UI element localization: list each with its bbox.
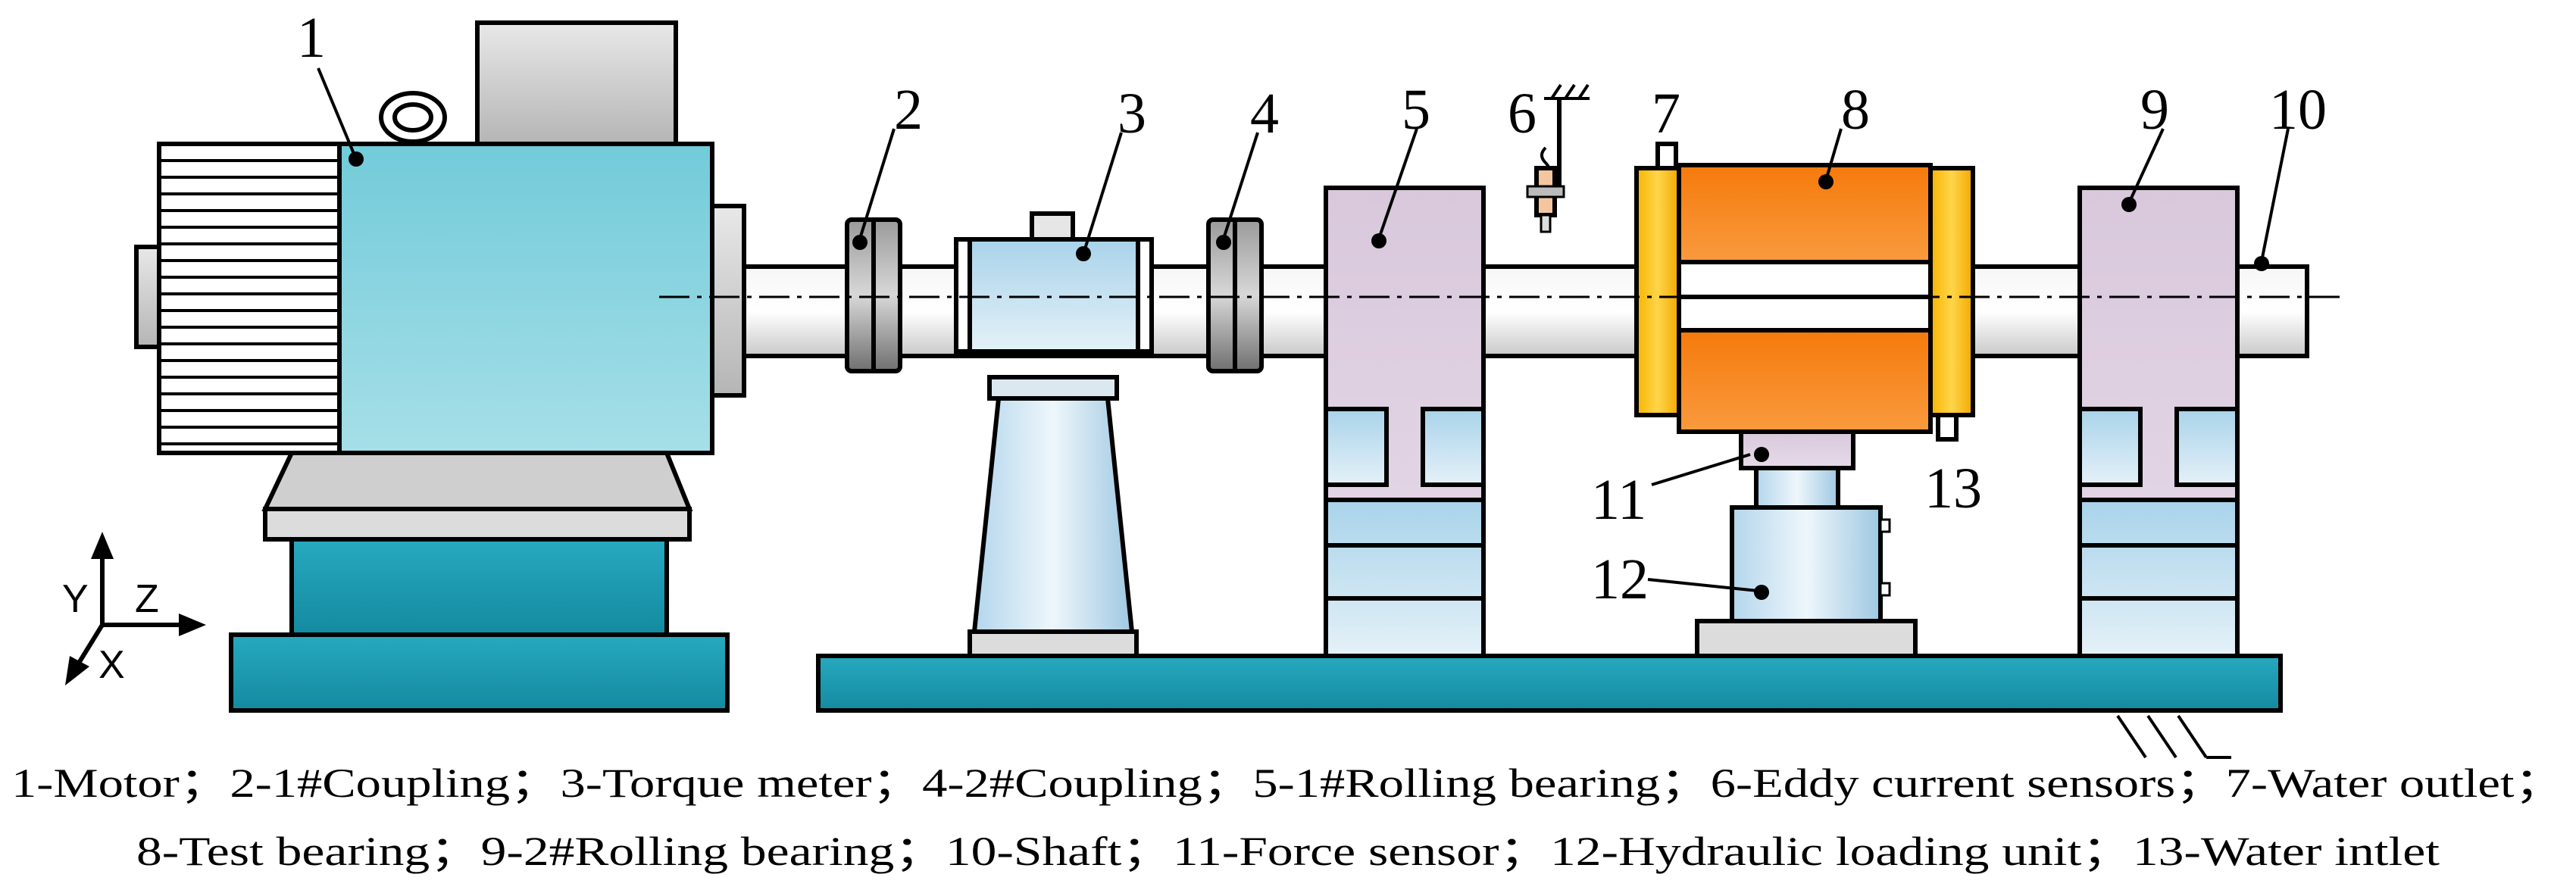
motor <box>134 20 746 455</box>
caption-line-2: 8-Test bearing；9-2#Rolling bearing；10-Sh… <box>136 829 2440 874</box>
axis-triad <box>70 549 189 676</box>
rolling-bearing-1 <box>1324 186 1486 658</box>
axis-x-label: X <box>98 643 125 687</box>
leader-lines <box>317 67 2290 759</box>
bed-plate <box>816 654 2283 713</box>
coupling-1 <box>845 217 902 373</box>
axis-z-label: Z <box>135 577 159 621</box>
label-2: 2 <box>894 78 923 142</box>
label-5: 5 <box>1402 78 1430 142</box>
rolling-bearing-2 <box>2077 186 2240 658</box>
force-sensor <box>1739 429 1855 510</box>
label-12: 12 <box>1591 548 1649 611</box>
label-13: 13 <box>1924 457 1982 520</box>
label-6: 6 <box>1508 82 1537 145</box>
label-9: 9 <box>2140 78 2169 142</box>
torque-meter <box>954 211 1154 658</box>
coupling-2 <box>1206 217 1264 373</box>
axis-arrowheads <box>65 532 206 685</box>
label-4: 4 <box>1250 82 1279 145</box>
label-8: 8 <box>1841 78 1870 142</box>
eddy-current-sensor <box>1526 83 1590 233</box>
motor-base <box>229 451 730 713</box>
label-3: 3 <box>1118 82 1146 145</box>
test-bearing <box>1634 142 1975 442</box>
label-11: 11 <box>1591 468 1646 532</box>
caption-line-1: 1-Motor；2-1#Coupling；3-Torque meter；4-2#… <box>11 760 2565 806</box>
label-10: 10 <box>2269 78 2327 142</box>
axis-y-label: Y <box>62 577 89 621</box>
label-1: 1 <box>297 6 326 70</box>
leader-dots <box>349 151 2269 600</box>
hydraulic-loading-unit <box>1695 505 1918 658</box>
label-7: 7 <box>1652 82 1680 145</box>
